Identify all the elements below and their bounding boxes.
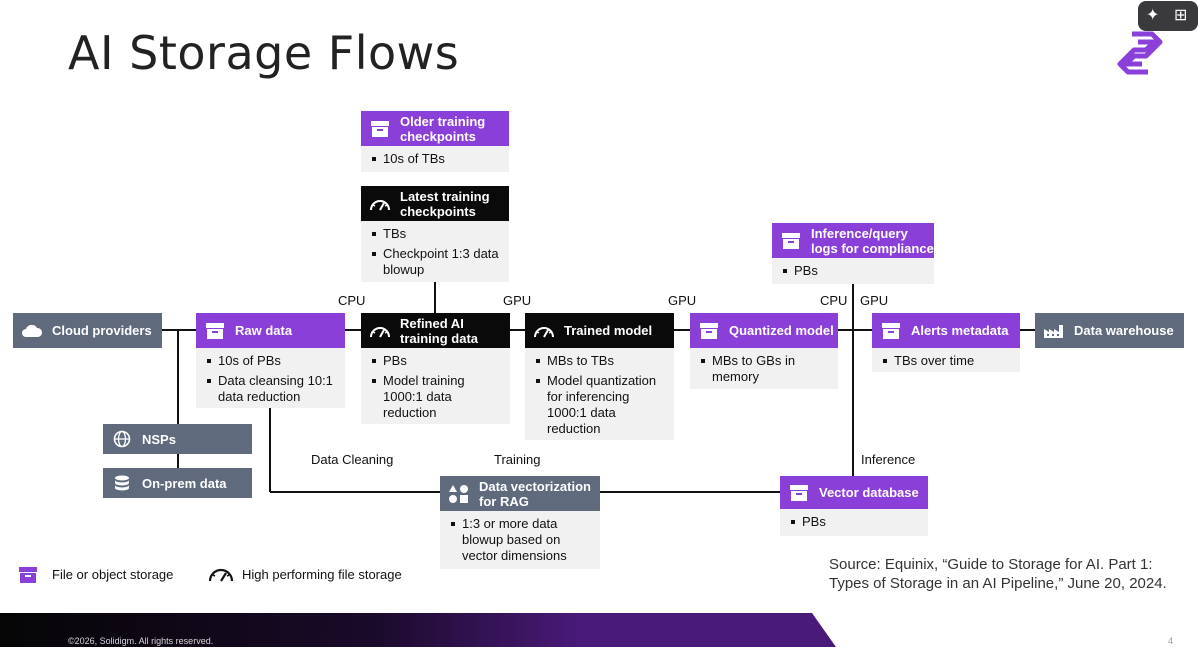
globe-icon (111, 429, 133, 449)
node-bullet: TBs (369, 226, 501, 242)
node-bullet: TBs over time (880, 353, 1012, 369)
node-title: Data warehouse (1074, 323, 1174, 338)
copyright: ©2026, Solidigm. All rights reserved. (68, 636, 214, 646)
node-bullet: Model training 1000:1 data reduction (369, 373, 502, 421)
source-citation: Source: Equinix, “Guide to Storage for A… (829, 555, 1167, 593)
source-line: Source: Equinix, “Guide to Storage for A… (829, 556, 1153, 573)
page-title: AI Storage Flows (68, 26, 460, 80)
node-title: Cloud providers (52, 323, 152, 338)
flow-label-data-cleaning: Data Cleaning (311, 452, 394, 467)
footer-band (0, 613, 836, 647)
window-controls[interactable]: ✦ ⊞ (1138, 1, 1198, 31)
node-title: Quantized model (729, 323, 834, 338)
node-title: Trained model (564, 323, 653, 338)
flow-label-gpu: GPU (503, 293, 532, 308)
node-bullet: 1:3 or more data blowup based on vector … (448, 516, 592, 564)
node-alerts-metadata: Alerts metadata TBs over time (872, 313, 1020, 372)
node-older-training-checkpoints: Older training checkpoints 10s of TBs (361, 111, 509, 172)
node-title: Vector database (819, 485, 919, 500)
node-title: Raw data (235, 323, 293, 338)
legend-file-object-storage: File or object storage (52, 567, 174, 582)
database-icon (111, 473, 133, 493)
cloud-icon (21, 321, 43, 341)
node-vector-database: Vector database PBs (780, 476, 928, 536)
node-title: Alerts metadata (911, 323, 1009, 338)
shapes-icon (448, 484, 470, 504)
flow-label-training: Training (494, 452, 541, 467)
node-title: Inference/query logs for compliance (811, 225, 934, 256)
archive-box-icon (788, 483, 810, 503)
node-quantized-model: Quantized model MBs to GBs in memory (690, 313, 838, 389)
factory-icon (1043, 321, 1065, 341)
archive-box-icon (369, 119, 391, 139)
node-onprem-data: On-prem data (103, 468, 252, 498)
sitemap-icon[interactable]: ⊞ (1174, 7, 1188, 24)
flow-label-inference: Inference (861, 452, 916, 467)
legend-high-performing-file-storage: High performing file storage (242, 567, 402, 582)
node-title: Older training checkpoints (400, 113, 486, 144)
node-data-vectorization: Data vectorization for RAG 1:3 or more d… (440, 476, 600, 569)
node-nsps: NSPs (103, 424, 252, 454)
node-bullet: MBs to GBs in memory (698, 353, 830, 385)
node-bullet: Checkpoint 1:3 data blowup (369, 246, 501, 278)
flow-label-cpu: CPU (820, 293, 848, 308)
archive-box-icon (19, 567, 37, 583)
node-inference-query-logs: Inference/query logs for compliance PBs (772, 223, 934, 284)
node-bullet: 10s of TBs (369, 151, 501, 167)
node-refined-training-data: Refined AI training data PBs Model train… (361, 313, 510, 424)
speedometer-icon (369, 321, 391, 341)
flow-label-gpu: GPU (668, 293, 697, 308)
node-bullet: MBs to TBs (533, 353, 666, 369)
archive-box-icon (880, 321, 902, 341)
node-bullet: PBs (788, 514, 920, 530)
sparkle-icon[interactable]: ✦ (1146, 7, 1160, 24)
node-title: Latest training checkpoints (400, 188, 490, 219)
node-raw-data: Raw data 10s of PBs Data cleansing 10:1 … (196, 313, 345, 408)
solidigm-logo-icon (1117, 31, 1163, 75)
source-line: Types of Storage in an AI Pipeline,” Jun… (829, 575, 1167, 592)
node-bullet: PBs (780, 263, 926, 279)
flow-label-gpu: GPU (860, 293, 889, 308)
node-title: Refined AI training data (400, 315, 479, 346)
speedometer-icon (369, 194, 391, 214)
node-trained-model: Trained model MBs to TBs Model quantizat… (525, 313, 674, 440)
archive-box-icon (698, 321, 720, 341)
node-data-warehouse: Data warehouse (1035, 313, 1184, 348)
node-latest-training-checkpoints: Latest training checkpoints TBs Checkpoi… (361, 186, 509, 282)
speedometer-icon (208, 568, 234, 582)
flow-label-cpu: CPU (338, 293, 366, 308)
archive-box-icon (780, 231, 802, 251)
speedometer-icon (533, 321, 555, 341)
node-bullet: 10s of PBs (204, 353, 337, 369)
node-cloud-providers: Cloud providers (13, 313, 162, 348)
node-bullet: Data cleansing 10:1 data reduction (204, 373, 337, 405)
node-title: Data vectorization for RAG (479, 478, 591, 509)
node-bullet: PBs (369, 353, 502, 369)
node-title: NSPs (142, 431, 176, 447)
archive-box-icon (204, 321, 226, 341)
node-bullet: Model quantization for inferencing 1000:… (533, 373, 666, 437)
node-title: On-prem data (142, 475, 227, 491)
page-number: 4 (1168, 636, 1174, 646)
